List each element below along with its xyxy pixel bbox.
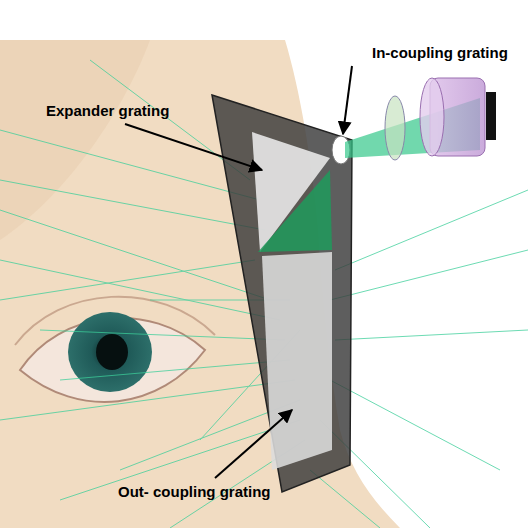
light-rays [0,60,528,528]
leader-arrow [343,66,352,134]
pupil [96,334,128,370]
lens-thin [385,96,405,160]
waveguide-plate [212,95,352,492]
part-label: In-coupling grating [372,44,508,62]
display-panel [486,92,496,140]
face [0,40,400,528]
iris [68,312,152,392]
leader-arrow [125,124,262,170]
leader-arrow [215,410,292,478]
outcoupling-grating [262,252,332,470]
lid-crease [15,297,215,345]
part-label: Expander grating [46,102,169,120]
lens-front [420,78,444,156]
part-label: Out- coupling grating [118,483,270,501]
green-fan [258,170,332,252]
face-shade [0,40,150,240]
